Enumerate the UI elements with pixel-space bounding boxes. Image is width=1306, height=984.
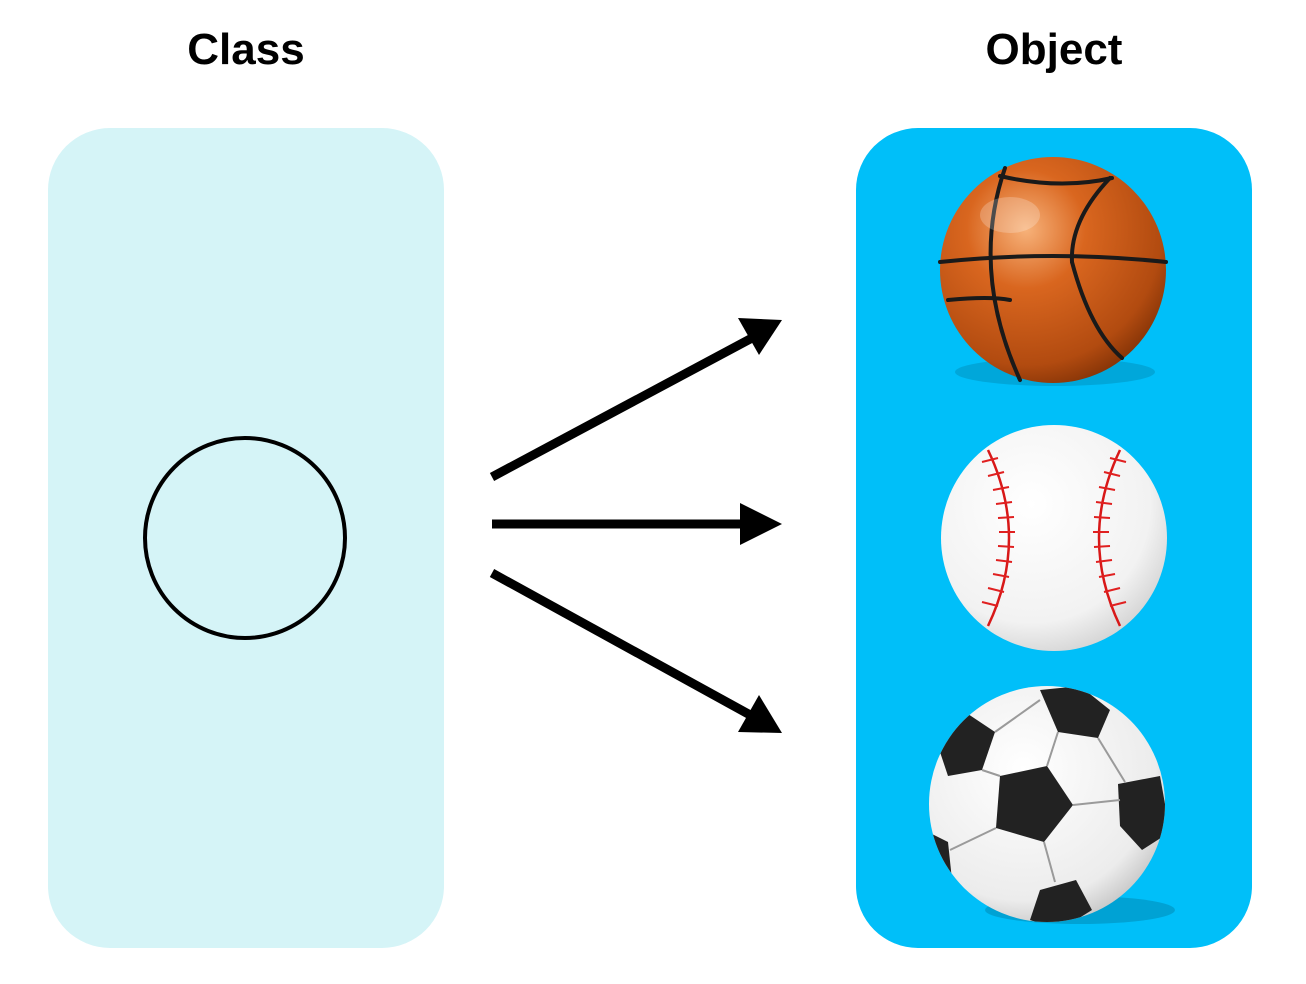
object-heading: Object (985, 25, 1123, 74)
soccer-ball-icon (929, 686, 1175, 924)
circle-outline-icon (143, 436, 347, 640)
arrow-down-right (489, 569, 782, 733)
baseball-icon (941, 425, 1167, 651)
arrow-right (492, 503, 782, 545)
class-panel (48, 128, 444, 948)
class-heading: Class (187, 25, 305, 74)
basketball-icon (938, 157, 1168, 386)
arrow-up-right (489, 318, 782, 481)
